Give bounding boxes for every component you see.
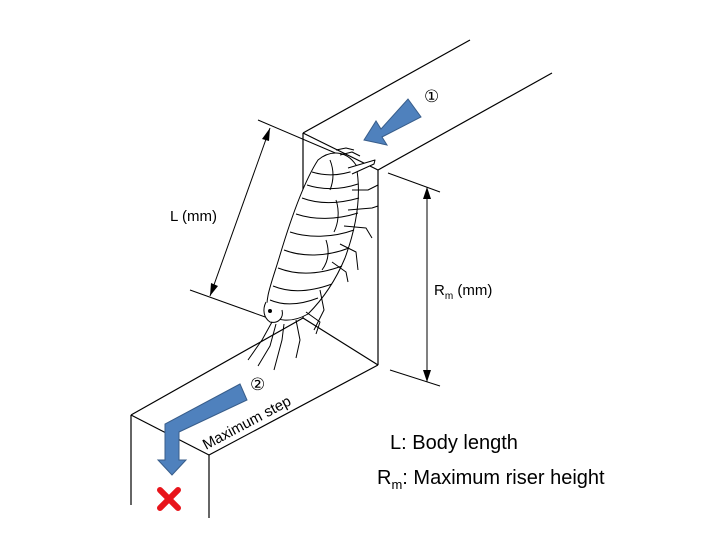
legend-body-length: L: Body length xyxy=(390,432,518,454)
marker-1: ① xyxy=(424,87,439,106)
isopod-illustration xyxy=(247,147,379,371)
arrow-1-icon xyxy=(363,98,422,146)
marker-2: ② xyxy=(250,375,265,394)
arrow-2-icon xyxy=(156,383,248,476)
body-length-label: L (mm) xyxy=(170,208,217,225)
red-x-cross-icon xyxy=(157,487,181,511)
legend-riser-symbol: R xyxy=(377,467,392,489)
legend-riser-sub: m xyxy=(391,477,403,492)
legend-riser-text: : Maximum riser height xyxy=(402,467,605,489)
legend-max-riser: Rm: Maximum riser height xyxy=(377,467,605,492)
riser-height-dimension xyxy=(387,172,441,387)
body-length-dimension xyxy=(189,119,341,319)
riser-height-label: Rm (mm) xyxy=(434,282,492,302)
